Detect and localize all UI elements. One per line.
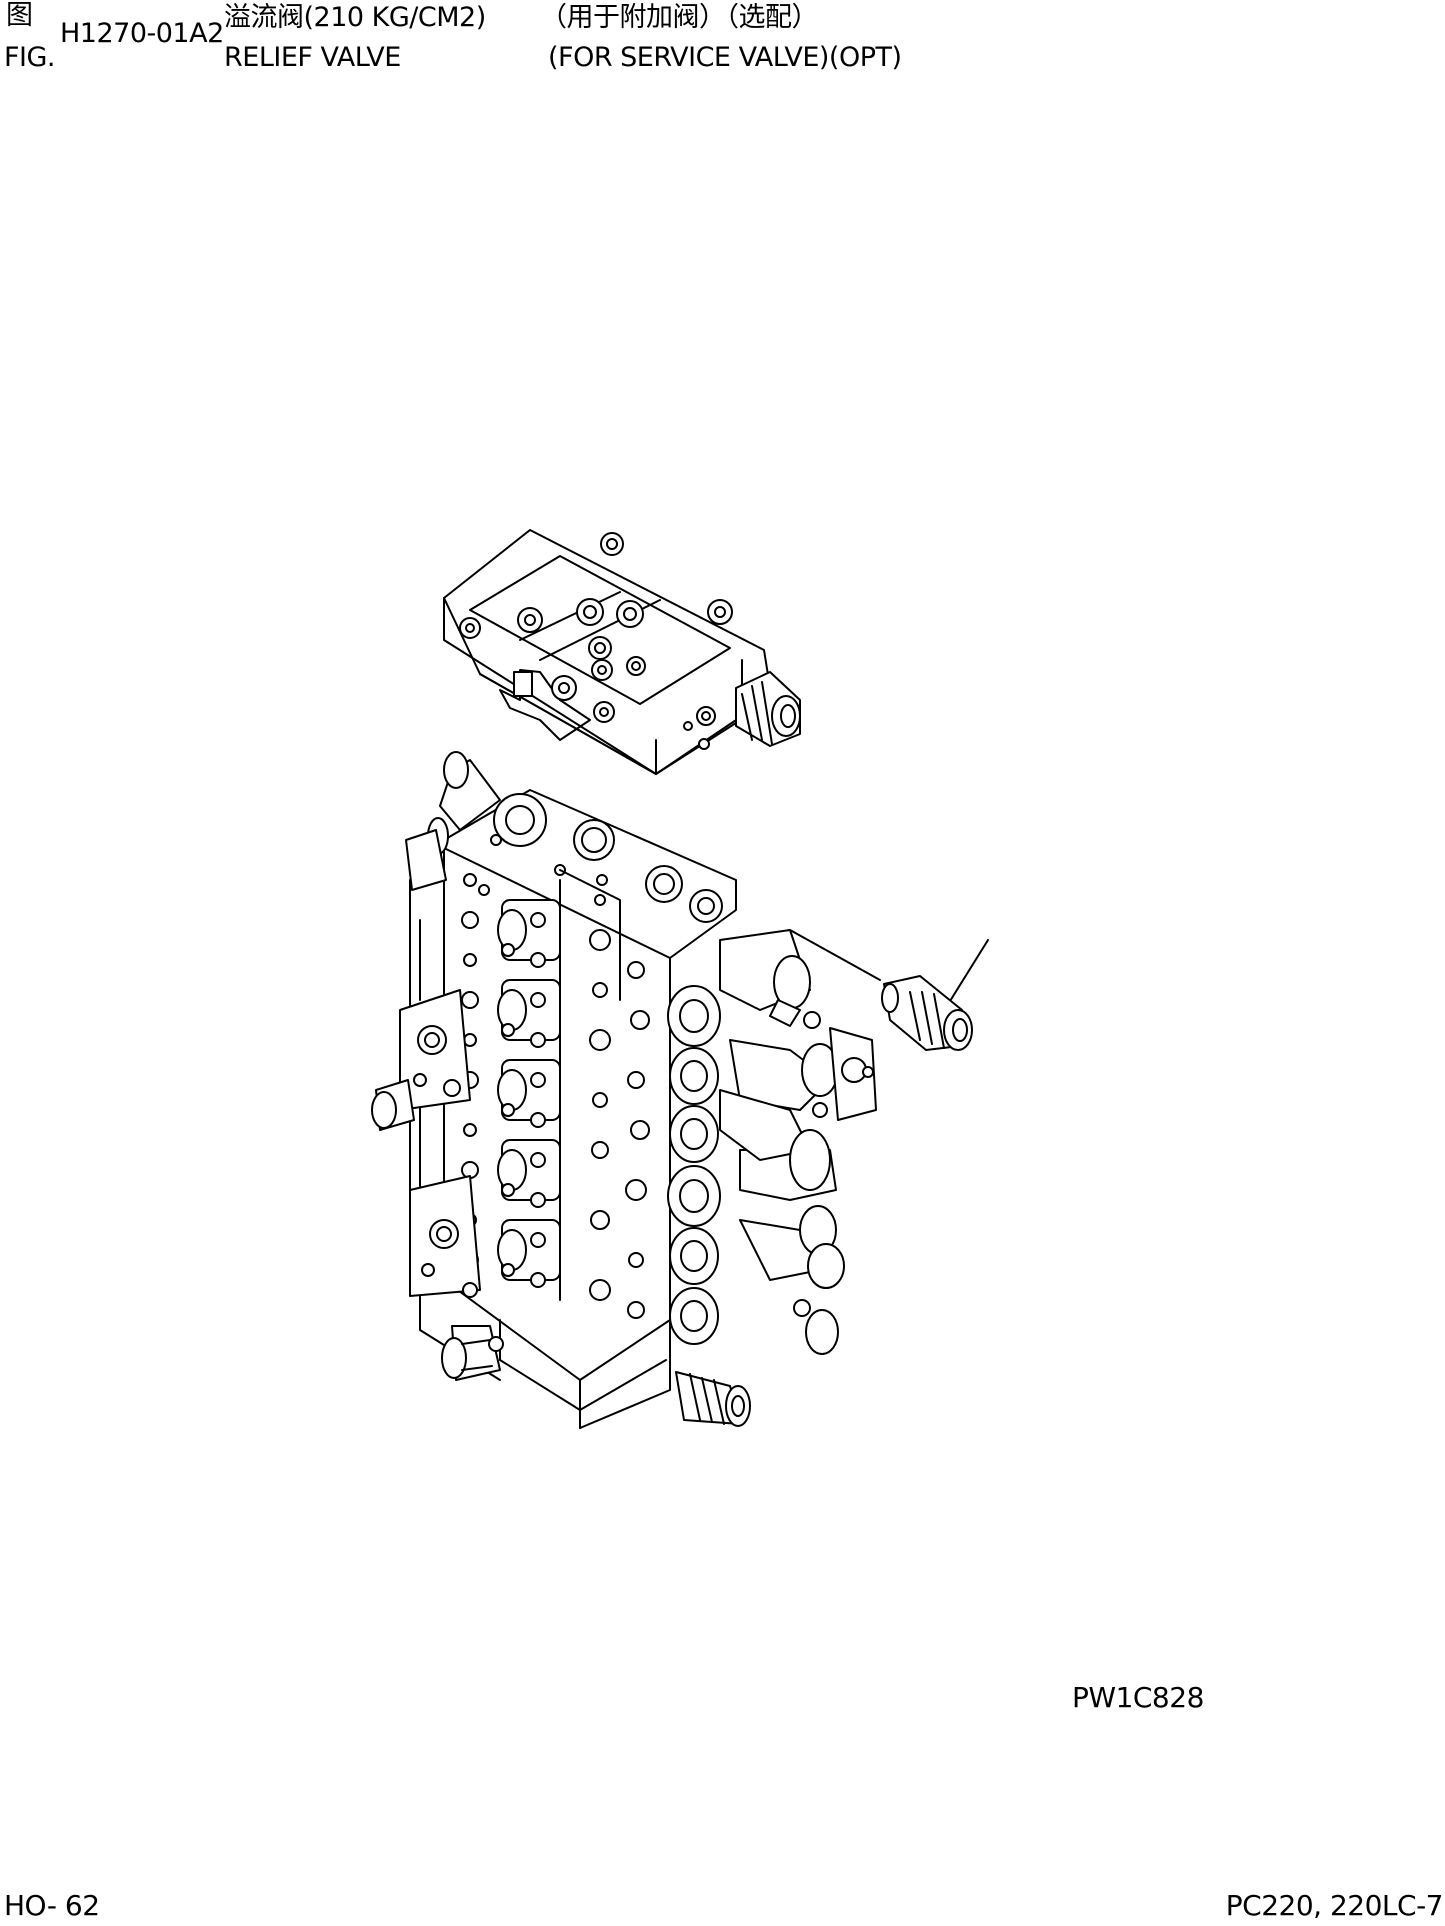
- right-spool-caps: [668, 930, 876, 1354]
- model-number: PC220, 220LC-7: [1225, 1889, 1444, 1922]
- fig-label-en: FIG.: [4, 42, 56, 73]
- fig-number: H1270-01A2: [60, 18, 224, 49]
- relief-valve-item: [790, 930, 988, 1050]
- subtitle-en: (FOR SERVICE VALVE)(OPT): [548, 42, 902, 73]
- bottom-relief-cartridge: [676, 1372, 750, 1426]
- fig-label-cn: 图: [6, 0, 33, 31]
- left-pilot-caps: [498, 900, 560, 1287]
- left-side-fittings: [372, 752, 503, 1380]
- title-cn: 溢流阀(210 KG/CM2): [224, 2, 486, 33]
- illustration-code: PW1C828: [1072, 1681, 1204, 1714]
- title-en: RELIEF VALVE: [224, 42, 401, 73]
- subtitle-cn: （用于附加阀）（选配）: [540, 2, 819, 33]
- page-code: HO- 62: [4, 1889, 100, 1922]
- service-valve-block: [444, 530, 800, 774]
